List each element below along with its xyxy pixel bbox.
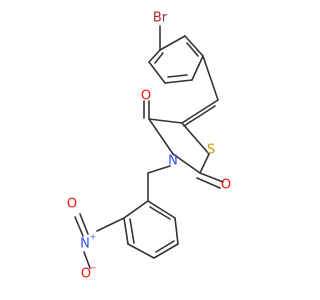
ring-sulfur-label: S — [207, 143, 215, 158]
bond-ring-bottom-inner-3 — [149, 206, 171, 220]
bond-ring-bottom-3 — [127, 243, 155, 259]
carbonyl-oxygen-right-label: O — [221, 178, 231, 193]
bond-c4-n3 — [148, 118, 174, 155]
bond-ring-bottom-2 — [123, 217, 129, 245]
nitro-nitrogen-charge-label: + — [90, 233, 97, 242]
bond-nitro-o-top-main — [79, 213, 89, 235]
molecule-structure: Br O O N S N + O O − — [0, 0, 300, 300]
bond-c2-s1 — [199, 153, 210, 174]
bond-n3-c2 — [172, 153, 201, 174]
bond-nitro-o-bottom — [83, 251, 91, 269]
bond-alkene-main — [181, 99, 219, 124]
bond-group — [74, 25, 224, 269]
bond-ring-top-2 — [184, 35, 204, 57]
background — [0, 0, 300, 300]
bond-ring-top-1 — [159, 35, 186, 51]
bond-s1-c5 — [181, 122, 210, 155]
nitro-nitrogen-label: N — [80, 237, 90, 252]
bond-ring-top-4 — [164, 79, 193, 84]
nitro-oxygen-top-label: O — [67, 197, 77, 212]
nitro-oxygen-bottom-charge-label: − — [90, 264, 97, 273]
bond-alkene-inner — [183, 105, 216, 127]
bond-c2-o-main — [199, 172, 224, 183]
bond-ring-bottom-4 — [153, 243, 179, 259]
bond-ring-bottom-1 — [123, 200, 149, 219]
bond-ring-top-3 — [191, 55, 204, 81]
bond-ring-bottom-6 — [147, 200, 176, 219]
bond-n-ch2 — [147, 165, 171, 174]
bond-ring-bottom-inner-2 — [155, 240, 175, 253]
bond-ring-top-5 — [148, 61, 166, 84]
atom-labels: Br O O N S N + O O − — [67, 11, 231, 282]
bond-ring-to-alkene — [202, 55, 219, 101]
bond-c2-o-inner — [196, 177, 221, 189]
bond-ring-top-inner-3 — [154, 52, 164, 64]
bond-ring-bottom-5 — [174, 217, 179, 245]
bond-ring-bottom-inner-1 — [129, 218, 135, 244]
ring-nitrogen-label: N — [168, 154, 178, 169]
bond-ring-top-6 — [148, 49, 161, 63]
bond-ring-top-inner-2 — [167, 74, 188, 78]
bond-c5-c4 — [148, 118, 183, 124]
nitro-oxygen-bottom-label: O — [81, 267, 91, 282]
carbonyl-oxygen-top-label: O — [141, 89, 151, 104]
bond-ring-top-inner-1 — [186, 42, 199, 57]
bond-nitro-o-top-inner — [74, 216, 84, 237]
bond-ring-nitro — [96, 217, 125, 232]
bromine-label: Br — [153, 11, 168, 26]
